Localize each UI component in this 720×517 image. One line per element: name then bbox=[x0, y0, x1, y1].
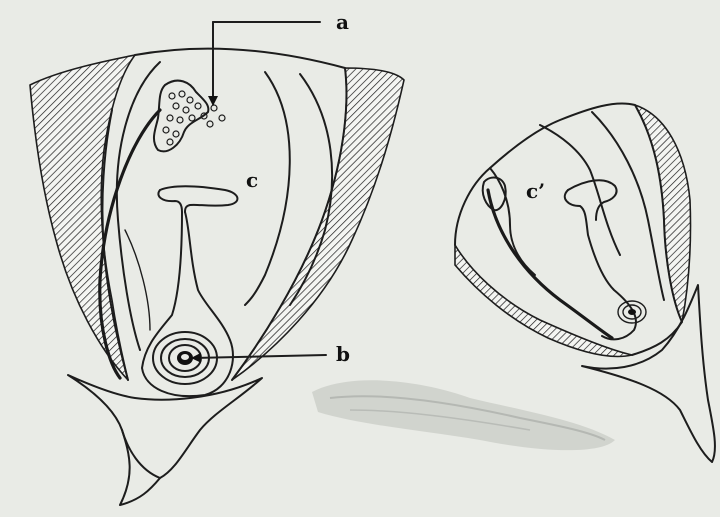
left-stigma-lower bbox=[158, 190, 182, 212]
right-ovule bbox=[618, 301, 646, 323]
right-inner-petal-a bbox=[540, 125, 620, 255]
label-c: c bbox=[246, 168, 258, 192]
left-receptacle bbox=[68, 375, 262, 478]
label-a: a bbox=[336, 10, 349, 34]
left-sepal-left bbox=[30, 55, 135, 380]
left-stigma bbox=[160, 186, 237, 212]
left-inner-petal-d bbox=[125, 230, 150, 330]
left-inner-petal-a bbox=[117, 62, 160, 350]
label-b: b bbox=[336, 342, 350, 366]
right-stigma bbox=[568, 180, 617, 220]
pencil-smudge bbox=[312, 380, 615, 450]
label-c-prime: c’ bbox=[526, 179, 545, 203]
right-stamen-filament bbox=[488, 190, 612, 338]
pollen-grains bbox=[163, 91, 225, 145]
right-sepal-lower bbox=[455, 245, 632, 356]
right-anther bbox=[483, 177, 506, 210]
left-pedicel bbox=[120, 430, 160, 505]
left-sepal-right bbox=[232, 68, 404, 380]
left-flower-section bbox=[30, 49, 404, 505]
right-corolla-outline bbox=[455, 103, 682, 355]
